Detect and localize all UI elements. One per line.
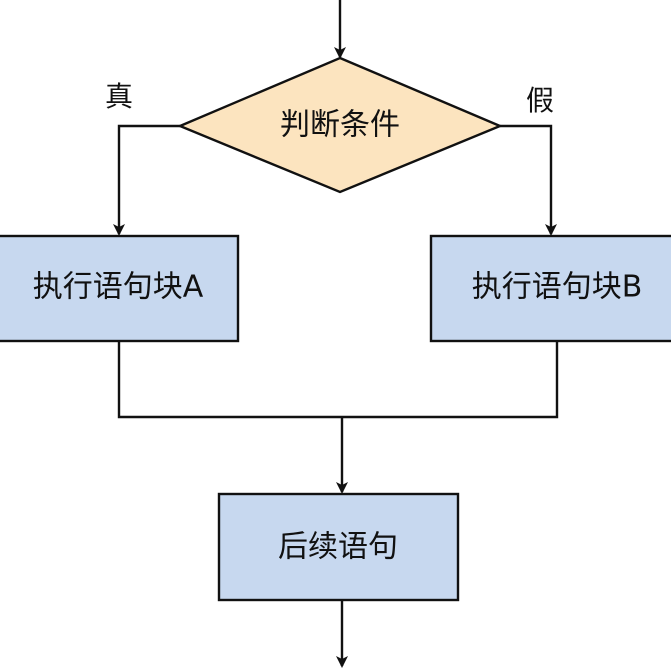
statement-block-a-label: 执行语句块A [33, 270, 204, 305]
condition-diamond [176, 56, 504, 194]
merge-line [117, 341, 559, 419]
statement-block-a [0, 234, 240, 343]
true-branch-arrow [113, 124, 180, 236]
statement-block-b-label: 执行语句块B [472, 270, 643, 305]
condition-label: 判断条件 [280, 108, 400, 143]
true-label: 真 [105, 80, 133, 113]
next-statement-label: 后续语句 [278, 530, 398, 565]
false-label: 假 [526, 84, 554, 117]
next-statement-box [217, 492, 460, 602]
statement-block-b [429, 234, 671, 343]
false-branch-arrow [500, 124, 557, 236]
